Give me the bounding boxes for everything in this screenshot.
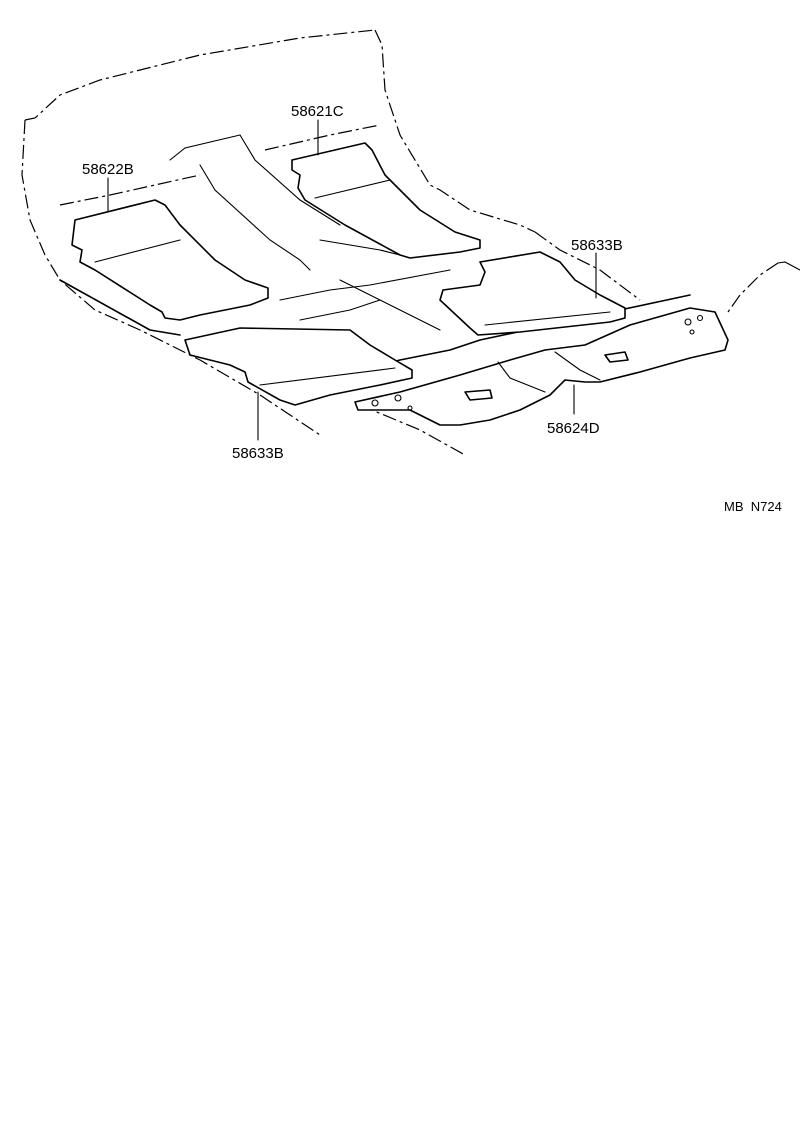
drawing-code: MB N724 — [724, 499, 782, 514]
mat-58621c — [291, 142, 481, 259]
label-58624d: 58624D — [547, 420, 600, 437]
label-58633b-right: 58633B — [571, 237, 623, 254]
mat-58633b-right — [439, 251, 626, 336]
mat-58622b — [71, 199, 269, 321]
mat-58633b-left — [184, 327, 413, 406]
mat-58624d — [354, 307, 729, 426]
label-58633b-left: 58633B — [232, 445, 284, 462]
body-outline — [21, 29, 800, 456]
leader-lines — [107, 119, 597, 441]
label-58621c: 58621C — [291, 103, 344, 120]
label-58622b: 58622B — [82, 161, 134, 178]
